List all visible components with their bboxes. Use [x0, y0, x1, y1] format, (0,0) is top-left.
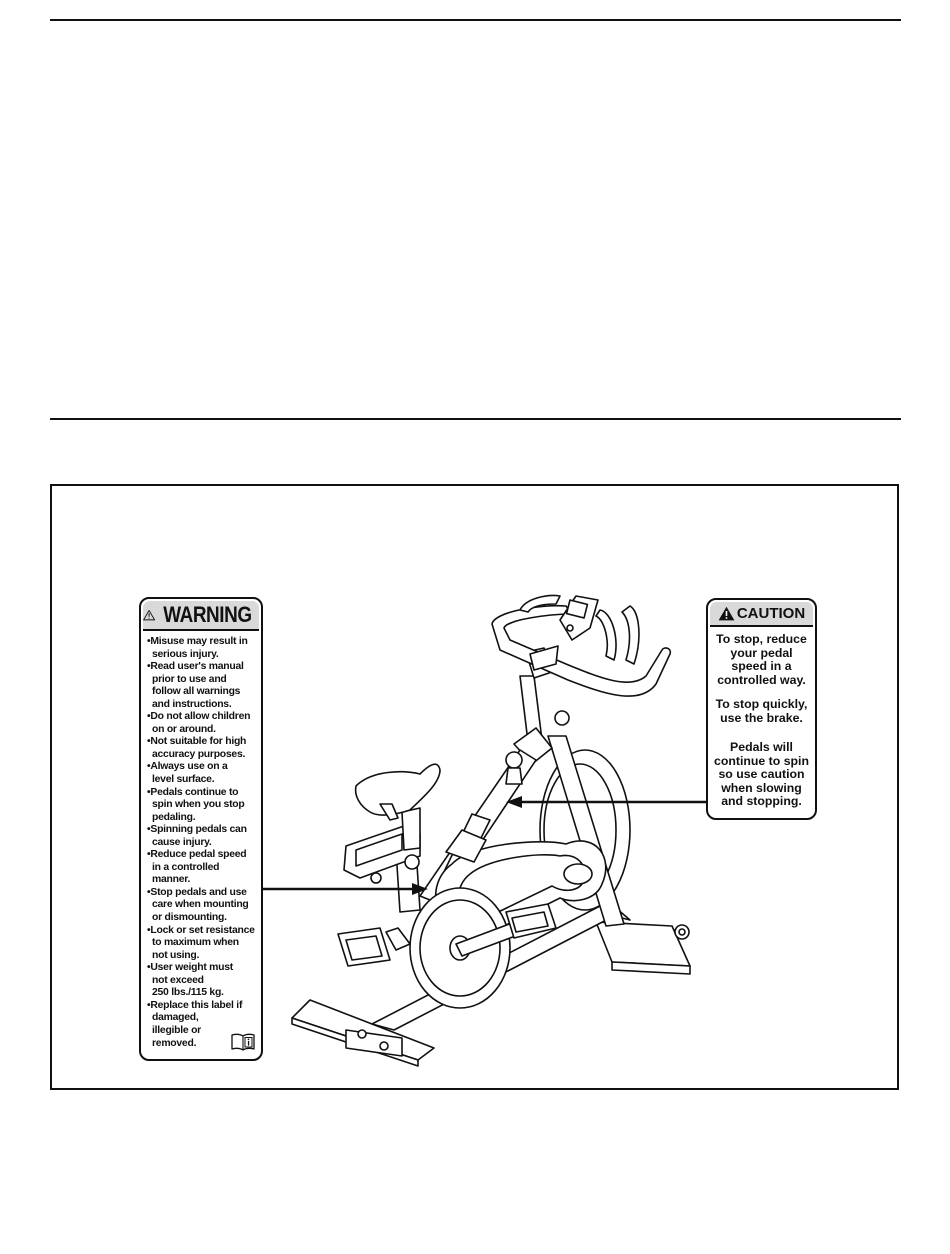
warning-header: WARNING — [143, 601, 259, 631]
warning-label: WARNING Misuse may result in serious inj… — [139, 597, 263, 1061]
caution-paragraph: To stop quickly, use the brake. — [715, 697, 808, 725]
caution-paragraph: Pedals will continue to spin so use caut… — [714, 740, 809, 808]
caution-paragraph: To stop, reduce your pedal speed in a co… — [716, 632, 807, 687]
warning-item: Do not allow children on or around. — [147, 711, 257, 736]
warning-item: User weight must not exceed 250 lbs./115… — [147, 962, 257, 1000]
caution-label: CAUTION To stop, reduce your pedal speed… — [706, 598, 817, 820]
warning-items: Misuse may result in serious injury. Rea… — [147, 636, 257, 1050]
warning-item: Read user's manual prior to use and foll… — [147, 661, 257, 711]
warning-item: Not suitable for high accuracy purposes. — [147, 736, 257, 761]
alert-triangle-icon — [143, 609, 156, 621]
top-rule — [50, 19, 901, 21]
warning-item: Stop pedals and use care when mounting o… — [147, 887, 257, 925]
warning-item: Spinning pedals can cause injury. — [147, 824, 257, 849]
caution-title: CAUTION — [736, 605, 806, 622]
warning-item: Misuse may result in serious injury. — [147, 636, 257, 661]
warning-item: Reduce pedal speed in a controlled manne… — [147, 849, 257, 887]
section-rule — [50, 418, 901, 420]
alert-triangle-icon — [718, 606, 735, 621]
caution-header: CAUTION — [710, 602, 813, 627]
warning-item: Lock or set resistance to maximum when n… — [147, 925, 257, 963]
warning-title: WARNING — [163, 602, 252, 627]
warning-item: Pedals continue to spin when you stop pe… — [147, 787, 257, 825]
label-location-figure — [50, 484, 899, 1090]
warning-item: Always use on a level surface. — [147, 761, 257, 786]
warning-item: Replace this label if damaged, illegible… — [147, 1000, 257, 1050]
manual-info-icon — [231, 1033, 255, 1051]
